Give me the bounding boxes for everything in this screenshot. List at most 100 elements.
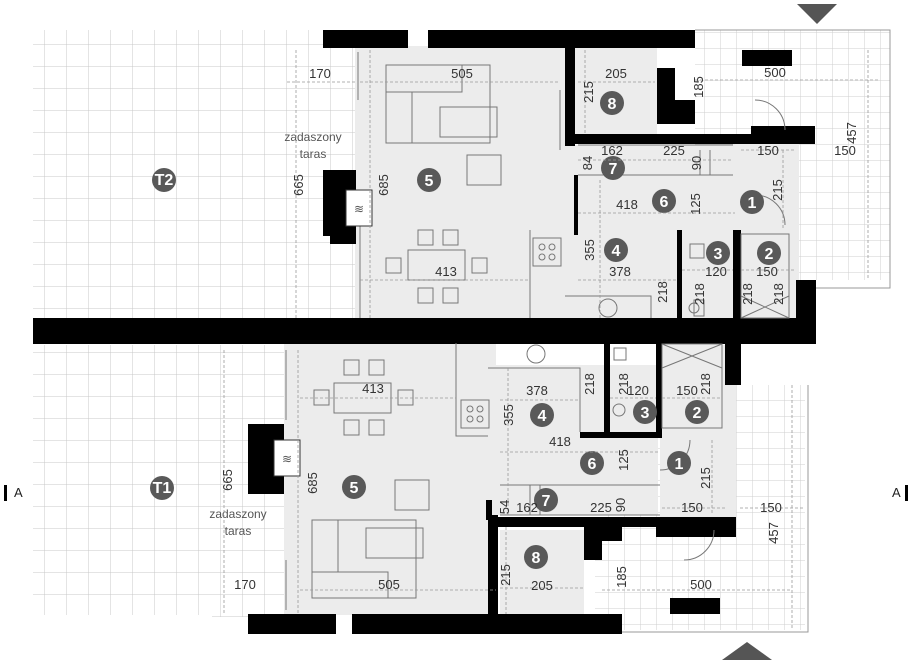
stove-bottom [460,399,490,429]
floor-hall-bottom [660,345,736,517]
dim-378: 378 [526,383,548,398]
room-badge: 6 [660,194,669,211]
dim-215: 215 [498,564,513,586]
dim-185: 185 [691,76,706,98]
armchair-bottom [394,479,430,511]
dim-90: 90 [613,498,628,512]
terrace-t2 [33,30,325,318]
room-badge: 2 [693,405,702,422]
floor-living-bottom [284,343,496,615]
dim-150: 150 [757,143,779,158]
dim-418: 418 [616,197,638,212]
room-badge: 7 [609,161,618,178]
section-mark-right-bar [905,485,908,501]
dim-84: 84 [580,156,595,170]
dim-125: 125 [688,193,703,215]
terrace-badge-t1: T1 [150,476,174,500]
dim-685: 685 [305,472,320,494]
dim-225: 225 [590,500,612,515]
dim-413: 413 [362,381,384,396]
dim-218: 218 [771,283,786,305]
sink-top [598,298,618,318]
dim-225: 225 [663,143,685,158]
room-badge: 1 [748,195,757,212]
floor-hall-top [735,142,799,320]
dim-170: 170 [234,577,256,592]
room-badge: 5 [425,173,434,190]
dim-457: 457 [844,122,859,144]
room-badge: 8 [532,550,541,567]
fire-icon-top: ≋ [354,202,364,216]
dim-185: 185 [614,566,629,588]
terrace-outline-bottom [595,385,809,633]
room-badge: 7 [542,493,551,510]
dim-665: 665 [291,174,306,196]
svg-text:T1: T1 [153,480,172,497]
dim-215: 215 [770,179,785,201]
dim-665: 665 [220,469,235,491]
dim-218: 218 [692,283,707,305]
dim-215: 215 [698,467,713,489]
dim-685: 685 [376,174,391,196]
covered-terrace-label-bottom-2: taras [225,524,252,538]
dim-170: 170 [309,66,331,81]
dim-218: 218 [740,283,755,305]
dim-162: 162 [601,143,623,158]
dim-413: 413 [435,264,457,279]
dim-378: 378 [609,264,631,279]
room-badges-bottom: 4 3 2 1 6 5 7 8 [342,400,709,569]
room-badge: 1 [675,456,684,473]
room-badges-top: 8 7 6 5 4 3 2 1 [417,91,781,265]
dim-500: 500 [764,65,786,80]
section-mark-left-bar [4,485,7,501]
floor-kitchen-top [565,145,735,320]
covered-terrace-label-bottom-1: zadaszony [209,507,266,521]
dim-457: 457 [766,522,781,544]
armchair-top [466,154,502,186]
dim-150: 150 [760,500,782,515]
dimension-texts-bottom: 413 378 218 218 120 150 218 355 418 125 … [220,373,782,593]
dim-355: 355 [501,404,516,426]
stove-top [532,237,562,267]
room-badge: 8 [608,96,617,113]
section-label-left: A [14,485,23,500]
dim-505: 505 [378,577,400,592]
room-badge: 4 [612,243,621,260]
dim-218: 218 [698,373,713,395]
dim-120: 120 [627,383,649,398]
room-badge: 4 [538,408,547,425]
room-badge: 3 [714,246,723,263]
dim-205: 205 [531,578,553,593]
terrace-outline-top [695,29,891,289]
coffee-table-bottom [365,527,424,559]
dim-418: 418 [549,434,571,449]
section-label-right: A [892,485,901,500]
dim-162: 162 [516,500,538,515]
fireplace-bottom [273,439,301,477]
dim-54: 54 [497,500,512,514]
dim-218: 218 [655,281,670,303]
dim-500: 500 [690,577,712,592]
dim-218: 218 [616,373,631,395]
fire-icon-bottom: ≋ [282,452,292,466]
room-badge: 5 [350,480,359,497]
section-arrow-top [797,4,837,24]
dim-218: 218 [582,373,597,395]
fireplace-top [345,189,373,227]
floor-kitchen-bottom [488,365,658,515]
dim-505: 505 [451,66,473,81]
section-arrow-bottom [722,642,772,660]
wc-top [689,243,705,259]
dim-205: 205 [605,66,627,81]
sofa-bottom [311,519,417,599]
dimension-texts-top: 170 505 685 665 413 205 215 185 500 457 … [291,65,859,305]
covered-terrace-label-top-2: taras [300,147,327,161]
dim-150: 150 [756,264,778,279]
floor-room8-bottom [500,530,584,618]
dim-125: 125 [616,449,631,471]
sink-bottom [526,344,546,364]
dim-150: 150 [681,500,703,515]
covered-terrace-label-top-1: zadaszony [284,130,341,144]
dim-150: 150 [834,143,856,158]
coffee-table-top [439,106,498,138]
